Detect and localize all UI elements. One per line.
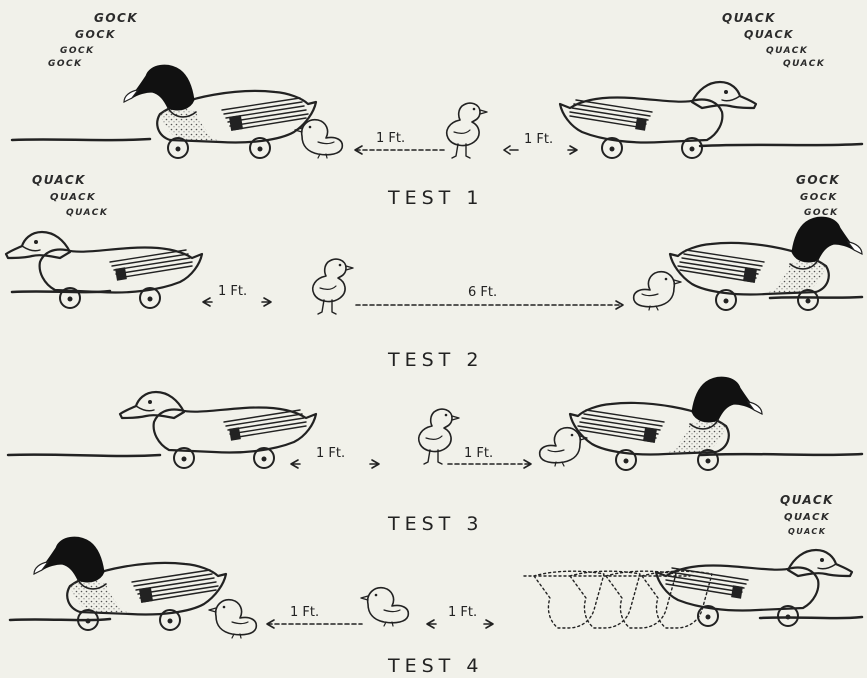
- test-3: 1 Ft. 1 Ft. TEST 3: [120, 377, 762, 535]
- chick-standing: [419, 409, 459, 464]
- motion-trail: [524, 571, 712, 628]
- pekin-decoy: [656, 550, 852, 626]
- right-calls: GOCK GOCK GOCK: [796, 173, 840, 218]
- chick-sitting: [634, 272, 681, 310]
- call-text: GOCK: [60, 46, 95, 56]
- call-text: QUACK: [66, 208, 108, 218]
- call-text: QUACK: [766, 46, 808, 56]
- distance-marker: 1 Ft.: [291, 446, 379, 468]
- right-calls: QUACK QUACK QUACK QUACK: [722, 11, 825, 69]
- mallard-decoy: [570, 377, 762, 470]
- distance-label: 1 Ft.: [376, 131, 405, 146]
- distance-label: 1 Ft.: [290, 605, 319, 620]
- distance-marker: 1 Ft.: [504, 132, 577, 154]
- chick-standing: [447, 103, 487, 158]
- call-text: GOCK: [48, 59, 83, 69]
- right-calls: QUACK QUACK QUACK: [780, 493, 834, 536]
- call-text: QUACK: [722, 11, 776, 25]
- call-text: QUACK: [783, 59, 825, 69]
- call-text: QUACK: [788, 527, 826, 536]
- distance-label: 6 Ft.: [468, 285, 497, 300]
- distance-marker: 1 Ft.: [267, 605, 362, 628]
- mallard-decoy: [670, 217, 862, 310]
- test-label: TEST 1: [387, 187, 483, 209]
- call-text: GOCK: [804, 208, 839, 218]
- distance-label: 1 Ft.: [316, 446, 345, 461]
- call-text: QUACK: [50, 192, 96, 203]
- chick-sitting: [209, 600, 256, 638]
- call-text: QUACK: [744, 28, 794, 41]
- pekin-decoy: [6, 232, 202, 308]
- left-calls: GOCK GOCK GOCK GOCK: [48, 11, 138, 69]
- call-text: GOCK: [800, 192, 838, 203]
- call-text: GOCK: [75, 28, 116, 41]
- mallard-decoy: [124, 65, 316, 158]
- test-label: TEST 4: [387, 655, 483, 677]
- ground-lines: [8, 139, 862, 620]
- test-label: TEST 2: [387, 349, 483, 371]
- chick-crouching: [361, 588, 408, 626]
- distance-marker: 1 Ft.: [448, 446, 531, 468]
- distance-marker: 1 Ft.: [203, 284, 271, 306]
- distance-marker: 1 Ft.: [355, 131, 446, 154]
- call-text: GOCK: [796, 173, 840, 187]
- chick-standing: [313, 259, 353, 314]
- distance-marker: 6 Ft.: [356, 285, 623, 309]
- distance-label: 1 Ft.: [448, 605, 477, 620]
- distance-label: 1 Ft.: [464, 446, 493, 461]
- call-text: GOCK: [94, 11, 138, 25]
- distance-label: 1 Ft.: [524, 132, 553, 147]
- mallard-decoy: [34, 537, 226, 630]
- call-text: QUACK: [32, 173, 86, 187]
- test-label: TEST 3: [387, 513, 483, 535]
- call-text: QUACK: [780, 493, 834, 507]
- pekin-decoy: [560, 82, 756, 158]
- call-text: QUACK: [784, 512, 830, 523]
- distance-marker: 1 Ft.: [427, 605, 493, 628]
- distance-label: 1 Ft.: [218, 284, 247, 299]
- left-calls: QUACK QUACK QUACK: [32, 173, 108, 218]
- test-1: GOCK GOCK GOCK GOCK 1 Ft. 1 Ft. QUACK QU…: [48, 11, 825, 209]
